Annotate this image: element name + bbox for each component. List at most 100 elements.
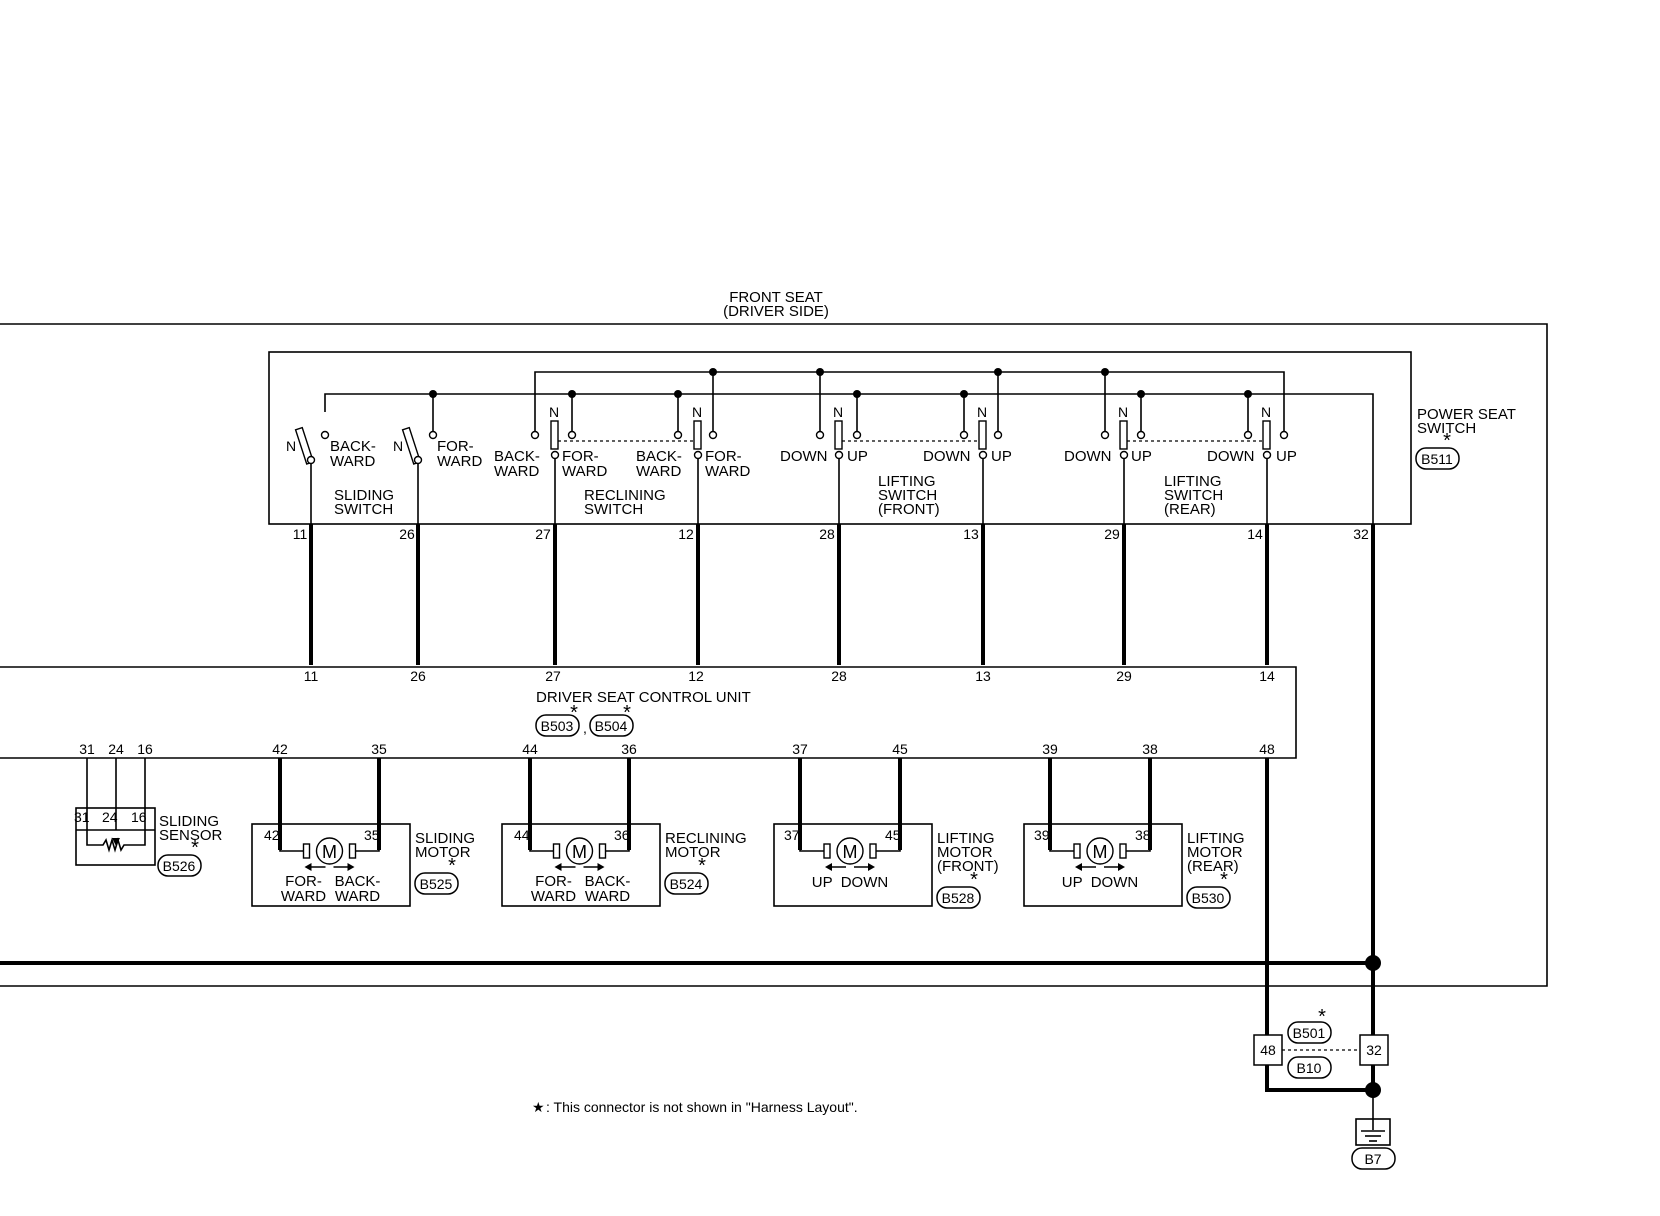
lifting-rear-label-3: (REAR) (1164, 501, 1216, 518)
junction-dot (1101, 368, 1109, 376)
star-mark: * (698, 855, 706, 877)
switch-n-label: N (1118, 404, 1128, 420)
sensor-pin-16: 16 (131, 809, 147, 825)
motor-direction-right-2: WARD (585, 888, 630, 905)
motor-connector-label: B530 (1192, 890, 1225, 906)
ground-symbol-box (1355, 1118, 1391, 1146)
cu-pin-36: 36 (621, 741, 637, 757)
motor-icon (565, 837, 594, 865)
switch-n-label: N (393, 438, 403, 454)
junction-dot (960, 390, 968, 398)
motor-direction-left-1: FOR- (535, 873, 572, 890)
front-seat-boundary (0, 323, 1548, 987)
motor-label-line2: MOTOR (937, 844, 993, 861)
switch-n-label: N (692, 404, 702, 420)
footnote-star: ★ (532, 1099, 545, 1115)
motor-pin: 45 (885, 827, 901, 843)
motor-box (773, 823, 933, 907)
connector-tag (414, 872, 459, 895)
sliding-switch: N N BACK- WARD FOR- WARD SLIDING SWITCH (286, 426, 482, 518)
terminal (959, 430, 969, 440)
cu-pin-16: 16 (137, 741, 153, 757)
lifting-rear-down-a: DOWN (1064, 448, 1112, 465)
sliding-sensor-label-2: SENSOR (159, 827, 223, 844)
connector-b10-label: B10 (1297, 1060, 1322, 1076)
connector-tag (664, 872, 709, 895)
motor-label-line3: (REAR) (1187, 858, 1239, 875)
motor-brush-left (302, 843, 311, 859)
connector-b503-label: B503 (541, 718, 574, 734)
terminal (1279, 430, 1289, 440)
motor-direction-right-2: WARD (335, 888, 380, 905)
motor-symbol-label: M (843, 842, 858, 862)
switch-pivot (1262, 450, 1272, 460)
sensor-pin-24: 24 (102, 809, 118, 825)
connector-tag-b501 (1287, 1021, 1332, 1044)
cu-pin-24: 24 (108, 741, 124, 757)
harness-pin-48: 48 (1260, 1042, 1276, 1058)
terminal (852, 430, 862, 440)
harness-pin-box-32 (1359, 1034, 1389, 1066)
sliding-sensor-box (75, 807, 156, 866)
sensor-pin-31: 31 (74, 809, 90, 825)
arrowhead-left-icon (825, 863, 832, 871)
connector-tag-b10 (1287, 1056, 1332, 1079)
terminal (320, 430, 330, 440)
cu-pin-48: 48 (1259, 741, 1275, 757)
switch-n-label: N (833, 404, 843, 420)
motor-symbol-label: M (1093, 842, 1108, 862)
switch-pin-13: 13 (963, 526, 979, 542)
motor-lead (1125, 850, 1151, 852)
junction-dot (568, 390, 576, 398)
front-seat-title-line1: FRONT SEAT (729, 289, 823, 306)
motor-label-line2: MOTOR (415, 844, 471, 861)
motor-lead (604, 850, 630, 852)
switch-slider (550, 420, 559, 450)
switch-pivot (1119, 450, 1129, 460)
sliding-forward-label-1: FOR- (437, 438, 474, 455)
motor-direction-left-2: WARD (531, 888, 576, 905)
switch-slider (1262, 420, 1271, 450)
lifting-front-label-1: LIFTING (878, 473, 936, 490)
switch-n-label: N (1261, 404, 1271, 420)
junction-dot (994, 368, 1002, 376)
motor-label-line3: (FRONT) (937, 858, 999, 875)
switch-pin-28: 28 (819, 526, 835, 542)
star-mark: * (1220, 869, 1228, 891)
control-unit-title: DRIVER SEAT CONTROL UNIT (536, 689, 751, 706)
motor-brush-right (598, 843, 607, 859)
switch-slider (978, 420, 987, 450)
cu-pin-42: 42 (272, 741, 288, 757)
motor-direction-left-2: WARD (281, 888, 326, 905)
terminal (1100, 430, 1110, 440)
reclining-forward-b-1: FOR- (705, 448, 742, 465)
ground-wire-48 (1265, 758, 1373, 1092)
footnote-text: : This connector is not shown in "Harnes… (546, 1099, 858, 1115)
sliding-sensor: 31 24 16 SLIDING SENSOR * B526 (74, 758, 223, 877)
reclining-switch-label-1: RECLINING (584, 487, 666, 504)
power-seat-switch: POWER SEAT SWITCH * B511 (268, 351, 1516, 542)
cu-pin-35: 35 (371, 741, 387, 757)
reclining-backward-b-1: BACK- (636, 448, 682, 465)
switch-n-label: N (977, 404, 987, 420)
harness-connector-b501-b10: 48 32 * B501 B10 (1253, 758, 1389, 1098)
lifting-rear-label-2: SWITCH (1164, 487, 1223, 504)
switch-pivot (978, 450, 988, 460)
reclining-backward-b-2: WARD (636, 463, 681, 480)
cu-pin-13: 13 (975, 668, 991, 684)
footnote: ★ : This connector is not shown in "Harn… (532, 1099, 858, 1115)
motor-icon (836, 837, 864, 865)
cu-pin-29: 29 (1116, 668, 1132, 684)
motor-pin: 35 (364, 827, 380, 843)
cu-pin-27: 27 (545, 668, 561, 684)
motor-pin: 39 (1034, 827, 1050, 843)
switch-pivot (550, 450, 560, 460)
motor-brush-left (552, 843, 561, 859)
harness-pin-32: 32 (1366, 1042, 1382, 1058)
cu-pin-44: 44 (522, 741, 538, 757)
motor-label-line2: MOTOR (1187, 844, 1243, 861)
connector-tag (936, 886, 981, 909)
sliding-backward-label-1: BACK- (330, 438, 376, 455)
